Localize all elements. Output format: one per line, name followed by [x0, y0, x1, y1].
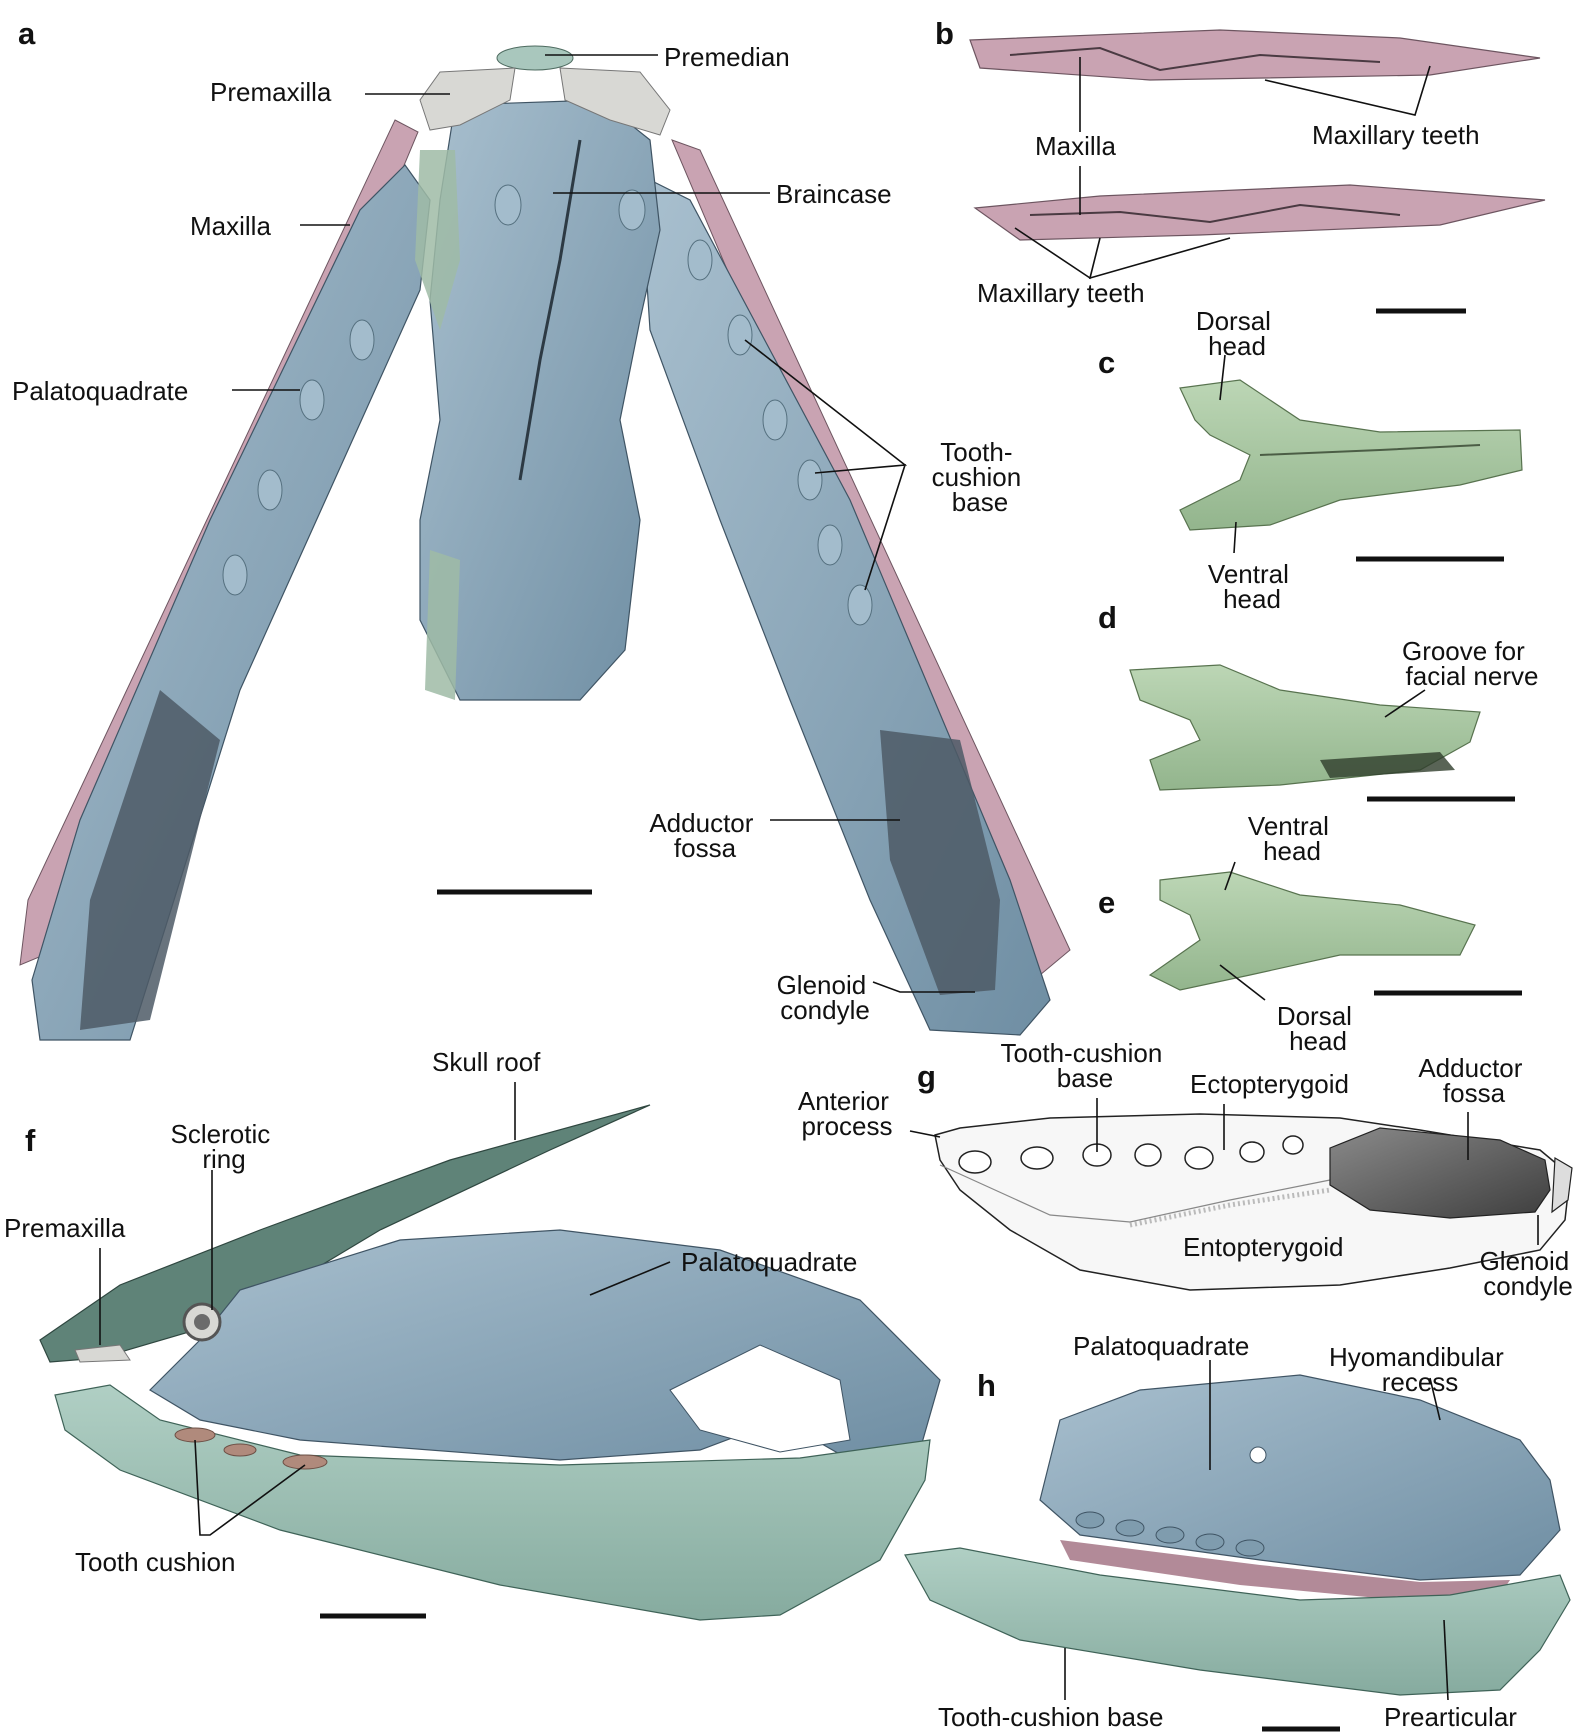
- panel-a-left-fossa: [80, 690, 220, 1030]
- panel-f-opening: [669, 1344, 851, 1453]
- leader-e-ventral-head: [1224, 861, 1236, 891]
- panel-a-crack: [518, 139, 582, 481]
- label-h-tooth-cushion-base: Tooth-cushion base: [938, 1702, 1163, 1732]
- leader-f-palatoquadrate: [589, 1261, 671, 1296]
- leader-h-prearticular: [1443, 1619, 1449, 1701]
- label-f-skull-roof: Skull roof: [432, 1047, 541, 1077]
- panel-a-right-fossa: [880, 730, 1000, 995]
- label-f-palatoquadrate: Palatoquadrate: [681, 1247, 857, 1277]
- label-g-anterior-process: Anterior process: [798, 1086, 896, 1141]
- label-g-entopterygoid: Entopterygoid: [1183, 1232, 1343, 1262]
- label-e-dorsal-head: Dorsal head: [1277, 1001, 1359, 1056]
- label-h-prearticular: Prearticular: [1384, 1702, 1517, 1732]
- panel-d-letter: d: [1098, 600, 1117, 635]
- label-f-tooth-cushion: Tooth cushion: [75, 1547, 235, 1577]
- panel-f-letter: f: [25, 1123, 36, 1158]
- leader-f-tooth-cushion: [194, 1439, 306, 1536]
- panel-a-premaxilla-right: [559, 67, 671, 136]
- label-h-hyomandibular-recess: Hyomandibular recess: [1329, 1342, 1511, 1397]
- panel-h-pink-strip: [1060, 1540, 1510, 1600]
- label-b-maxillary-teeth-lower: Maxillary teeth: [977, 278, 1145, 308]
- leader-c-ventral-head: [1233, 521, 1237, 554]
- panel-f-tooth-cushions: [174, 1427, 328, 1470]
- panel-g: g Anterior process Tooth-: [798, 1038, 1577, 1301]
- label-d-groove-facial-nerve: Groove for facial nerve: [1402, 636, 1539, 691]
- panel-a-premedian: [496, 45, 574, 71]
- panel-g-division: [939, 1164, 1331, 1223]
- panel-e: e Ventral head Dorsal head: [1098, 811, 1522, 1056]
- leader-h-hyomandibular: [1429, 1377, 1441, 1421]
- label-b-maxillary-teeth-upper: Maxillary teeth: [1312, 120, 1480, 150]
- panel-a-premaxilla-left: [419, 67, 516, 131]
- panel-f-sclerotic-ring-center: [194, 1314, 210, 1330]
- panel-f-premaxilla: [74, 1344, 131, 1363]
- panel-g-glenoid: [1551, 1156, 1573, 1214]
- panel-e-letter: e: [1098, 885, 1115, 920]
- panel-d: d Groove for facial nerve: [1098, 600, 1539, 802]
- panel-b-crack-lower: [1029, 203, 1401, 224]
- panel-d-groove-dark: [1320, 752, 1455, 778]
- panel-b-letter: b: [935, 16, 954, 51]
- leader-a-glenoid-condyle: [872, 981, 975, 993]
- panel-b-crack-upper: [1009, 46, 1381, 72]
- panel-a: a: [12, 16, 1071, 1041]
- panel-b: b Maxilla Maxillary teeth Maxillary teet…: [935, 16, 1546, 314]
- panel-a-letter: a: [18, 16, 36, 51]
- label-f-premaxilla: Premaxilla: [4, 1213, 126, 1243]
- label-e-ventral-head: Ventral head: [1248, 811, 1336, 866]
- leader-b-maxillary-teeth-lower: [1014, 227, 1231, 280]
- panel-c-groove: [1259, 444, 1481, 456]
- panel-f: f Skull roof Sclerotic ring Premaxilla: [4, 1047, 941, 1621]
- panel-a-braincase-green: [415, 150, 460, 330]
- label-c-dorsal-head: Dorsal head: [1196, 306, 1278, 361]
- panel-g-letter: g: [917, 1059, 936, 1094]
- label-g-tooth-cushion-base: Tooth-cushion base: [1000, 1038, 1169, 1093]
- label-c-ventral-head: Ventral head: [1208, 559, 1296, 614]
- panel-e-bone: [1148, 871, 1476, 991]
- panel-f-lower-jaw: [54, 1384, 931, 1621]
- leader-a-tooth-cushion-base: [744, 339, 908, 591]
- panel-c: c Dorsal head Ventral head: [1098, 306, 1523, 614]
- label-a-palatoquadrate: Palatoquadrate: [12, 376, 188, 406]
- label-a-premaxilla: Premaxilla: [210, 77, 332, 107]
- label-a-braincase: Braincase: [776, 179, 892, 209]
- panel-a-braincase-green-2: [425, 550, 460, 700]
- panel-g-adductor-fossa: [1329, 1127, 1551, 1219]
- leader-e-dorsal-head: [1219, 964, 1266, 1001]
- label-f-sclerotic-ring: Sclerotic ring: [171, 1119, 278, 1174]
- label-a-adductor-fossa: Adductor fossa: [649, 808, 760, 863]
- panel-h-cushion-bases: [1075, 1511, 1265, 1557]
- panel-h-lower-jaw: [904, 1547, 1571, 1696]
- label-g-glenoid-condyle: Glenoid condyle: [1480, 1246, 1577, 1301]
- panel-h: h Palatoquadrate Hyomandibular recess To…: [904, 1331, 1571, 1732]
- leader-d-groove: [1384, 689, 1426, 718]
- label-a-glenoid-condyle: Glenoid condyle: [777, 970, 874, 1025]
- leader-c-dorsal-head: [1219, 354, 1226, 401]
- leader-g-anterior-process: [909, 1130, 941, 1138]
- panel-c-bone: [1179, 379, 1523, 531]
- label-g-adductor-fossa: Adductor fossa: [1418, 1053, 1529, 1108]
- panel-h-hole: [1249, 1446, 1267, 1464]
- label-b-maxilla: Maxilla: [1035, 131, 1116, 161]
- panel-g-cushion-bases: [958, 1135, 1304, 1174]
- label-a-maxilla: Maxilla: [190, 211, 271, 241]
- panel-a-tooth-cushion-bases: [222, 184, 873, 626]
- label-g-ectopterygoid: Ectopterygoid: [1190, 1069, 1349, 1099]
- leader-b-maxillary-teeth-upper: [1264, 65, 1431, 116]
- panel-c-letter: c: [1098, 345, 1115, 380]
- label-a-premedian: Premedian: [664, 42, 790, 72]
- panel-h-letter: h: [977, 1368, 996, 1403]
- panel-g-stipple: [1129, 1187, 1331, 1228]
- label-h-palatoquadrate: Palatoquadrate: [1073, 1331, 1249, 1361]
- label-a-tooth-cushion-base: Tooth- cushion base: [932, 437, 1029, 517]
- panel-a-braincase: [419, 99, 661, 701]
